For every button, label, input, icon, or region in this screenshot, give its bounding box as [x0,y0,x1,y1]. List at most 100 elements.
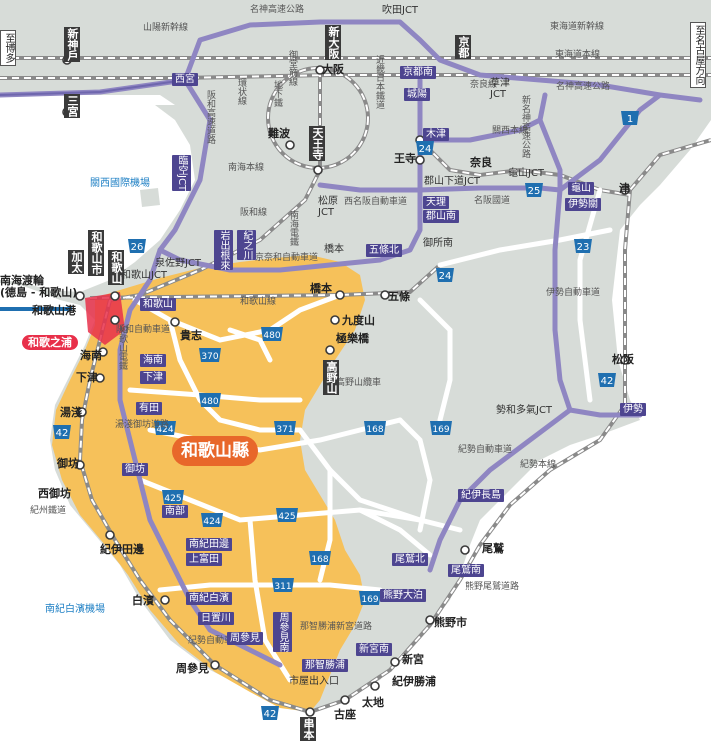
route-number: 425 [164,494,181,504]
route-shield: 424 [201,513,223,527]
ic-nanbu: 南部 [162,505,188,518]
route-shield: 169 [430,421,452,435]
station-koyasan: 高野山 [323,360,339,395]
ic-matsubara-jct: 松原 JCT [318,196,338,218]
line-label-kumano-road: 熊野尾鷲道路 [465,582,520,592]
line-label-hanwa-expwy: 阪和高速道路 [205,90,215,144]
wakayama-region [52,255,365,712]
route-number: 42 [264,709,277,720]
kii-channel-bar [0,307,72,311]
ic-suita-jct: 吹田JCT [382,5,419,16]
station-hashimoto: 橋本 [310,282,332,295]
station-gokurakubashi: 極樂橋 [336,332,369,345]
direction-hakata: 至博多 [0,30,16,66]
station-tennoji: 天王寺 [309,126,325,161]
ic-tenri: 天理 [423,196,449,209]
ic-wakayama-no-ura: 和歌之浦 [22,335,78,350]
ic-kii-nagashima: 紀伊長島 [458,489,504,502]
station-shin-osaka: 新大阪 [325,25,341,60]
expressways [0,19,703,668]
station-tsu: 津 [619,182,630,195]
station-nishigobo: 西御坊 [38,487,71,500]
prefecture-label: 和歌山縣 [172,436,258,466]
ic-nishinomiya: 西宮 [172,73,198,86]
station-kudoyama: 九度山 [342,314,375,327]
sea-bay-top [0,95,175,105]
line-label-meishin-top: 名神高速公路 [250,5,305,15]
ic-owase-kita: 尾鷲北 [392,553,428,566]
station-shin-kobe: 新神戶 [64,27,80,62]
line-label-shin-meishin: 新名神高速公路 [520,95,530,158]
ic-gobo-ic: 御坊 [122,463,148,476]
station-wakayamako: 和歌山港 [32,304,76,317]
station-shingu: 新宮 [402,653,424,666]
ic-gojo-kita: 五條北 [366,244,402,257]
land-kansai-airport [140,188,160,207]
station-yuasa: 湯淺 [60,406,82,419]
line-label-nankai-main: 南海本線 [228,163,265,173]
route-number: 370 [201,352,218,362]
ic-kyoto-minami: 京都南 [400,66,436,79]
route-number: 169 [361,595,378,605]
route-shield: 42 [53,425,71,439]
station-sannomiya: 三宮 [64,94,80,118]
route-shield: 25 [525,183,543,197]
route-number: 168 [311,555,328,565]
station-kada: 加太 [68,250,84,274]
station-wakayama-st: 和歌山 [108,250,124,285]
route-shield: 169 [359,591,381,605]
station-oji: 王寺 [394,152,416,165]
direction-nagoya: 至名古屋方向 [690,22,706,88]
route-shield: 480 [261,327,283,341]
line-label-sanyo-shinkansen: 山陽新幹線 [143,23,189,33]
route-number: 480 [263,331,280,341]
station-kumanoshi: 熊野市 [434,616,467,629]
ic-seiwa-jct: 勢和多氣JCT [496,405,553,416]
route-shield: 26 [128,239,146,253]
station-osaka: 大阪 [322,63,344,76]
station-nara: 奈良 [470,156,492,169]
ic-owase-minami: 尾鷲南 [448,564,484,577]
route-shield: 23 [574,239,592,253]
route-shield: 24 [416,141,434,155]
line-label-nankai-koya: 南海電鐵 [288,210,298,246]
airport-nanki: 南紀白濱機場 [45,604,105,615]
ic-izumisano-jct: 泉佐野JCT [155,258,202,269]
line-label-nara-line: 奈良線 [470,80,498,90]
line-label-yuasa-gobo: 湯淺御坊道路 [115,420,170,430]
line-label-wakayama-line: 和歌山線 [240,297,277,307]
route-shield: 42 [598,373,616,387]
route-number: 24 [419,144,432,155]
route-shield: 424 [154,421,176,435]
route-number: 23 [577,242,590,253]
line-label-wakayama-denki: 和歌山電鐵 [117,325,127,370]
station-matsusaka: 松阪 [612,353,634,366]
ic-koriyama-minami: 郡山南 [423,210,459,223]
station-kushimoto: 串本 [300,717,316,741]
ic-gosho-minami: 御所南 [423,238,453,249]
ic-minami-shirahama: 南紀白濱 [186,592,232,605]
ic-iseseki: 伊勢關 [565,198,601,211]
station-koza: 古座 [334,708,356,721]
station-owase: 尾鷲 [482,542,504,555]
station-namba: 難波 [268,127,290,140]
ic-ise: 伊勢 [620,403,646,416]
ic-kamitonda: 上富田 [186,553,222,566]
ic-kusatsu-jct: 草津 JCT [490,78,510,100]
ic-joyo: 城陽 [404,88,430,101]
ic-rinku-jct: 臨空JCT [172,155,191,192]
ic-hiki-gawa: 日置川 [198,612,234,625]
ic-kizu: 木津 [423,128,449,141]
route-number: 24 [439,271,452,282]
route-shield: 480 [199,393,221,407]
line-label-meishin-right: 名神高速公路 [556,82,611,92]
line-label-chikatetsu: 地下鐵 [272,80,282,107]
ic-kainan-ic: 海南 [140,354,166,367]
route-number: 25 [528,186,541,197]
line-label-tokaido-main: 東海道本線 [555,50,601,60]
station-kii-tanabe: 紀伊田邊 [100,543,144,556]
route-number: 169 [432,425,449,435]
ic-hashimoto-ic: 橋本 [324,244,344,255]
ic-susami-minami: 周參見南 [273,612,292,652]
